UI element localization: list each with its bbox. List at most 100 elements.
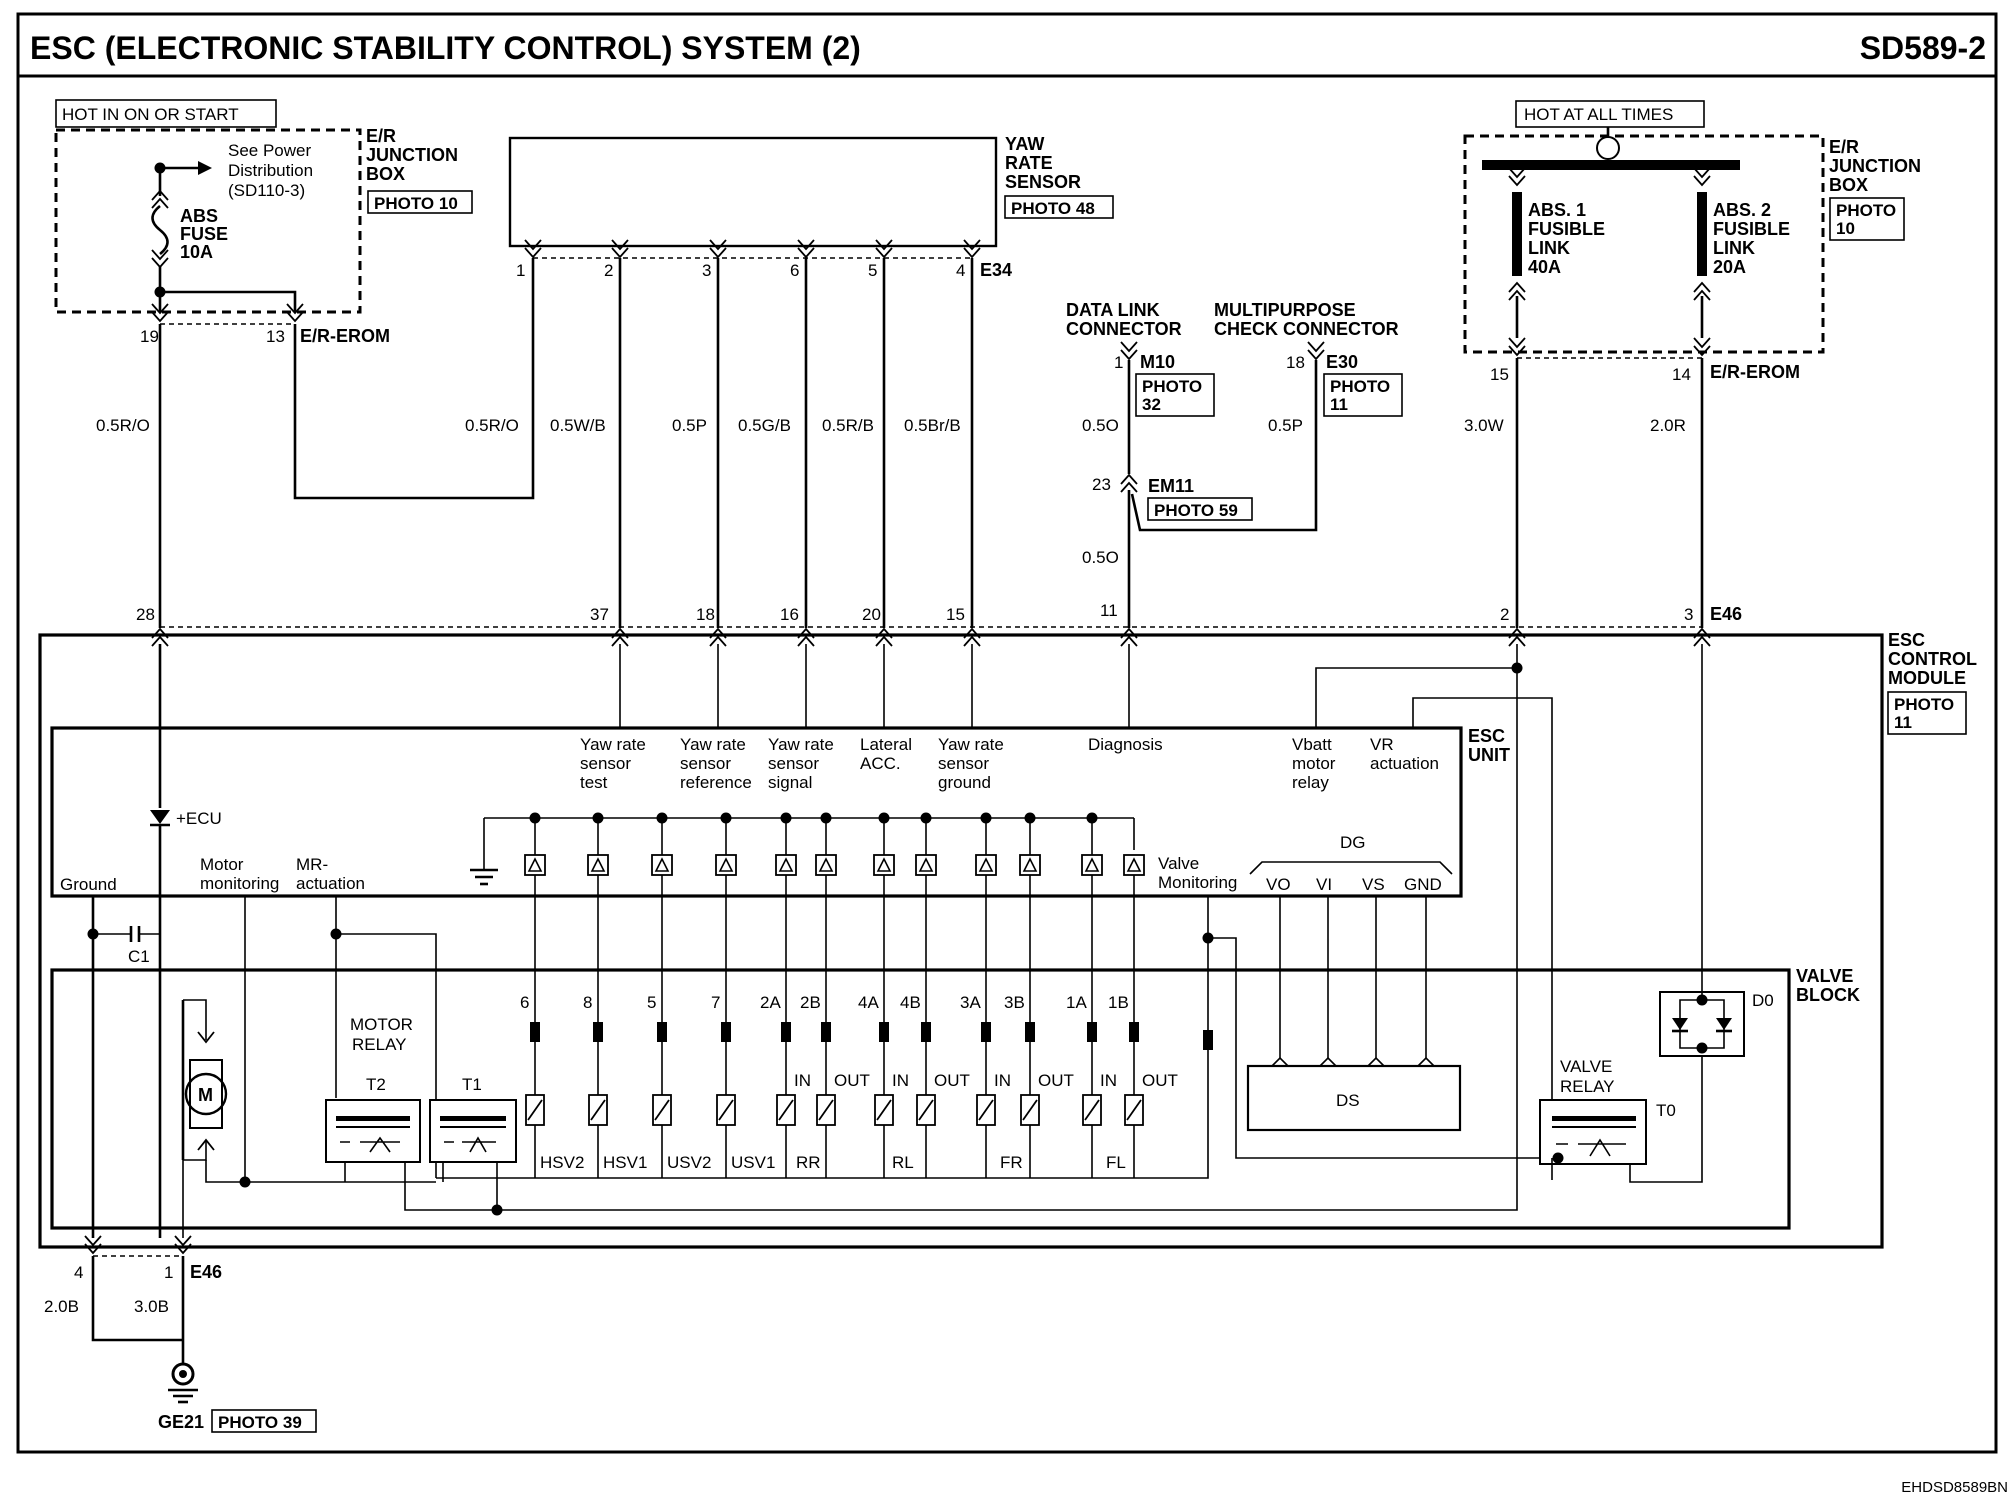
right-jb-label-3: BOX [1829, 175, 1868, 195]
power-bus-bar [1482, 160, 1740, 170]
esc-pin-3: 3 [1684, 605, 1693, 624]
valve-num-3b: 3B [1004, 993, 1025, 1012]
label-yaw-gnd-3: ground [938, 773, 991, 792]
fusible2-label-2: FUSIBLE [1713, 219, 1790, 239]
yaw-pin1-connector-icon [524, 239, 542, 258]
valve-num-1b: 1B [1108, 993, 1129, 1012]
right-jb-photo-1: PHOTO [1836, 201, 1896, 220]
valve-num-4a: 4A [858, 993, 879, 1012]
dlc-photo-2: 32 [1142, 395, 1161, 414]
valve-io-in-3a: IN [994, 1071, 1011, 1090]
switch-6-icon [524, 854, 546, 876]
yaw-pin-1: 1 [516, 261, 525, 280]
yaw-label-2: RATE [1005, 153, 1053, 173]
solenoid-usv2-icon [652, 1094, 672, 1126]
diode-2-icon [1716, 1018, 1732, 1030]
mcc-photo-box [1323, 373, 1403, 417]
label-vr-2: actuation [1370, 754, 1439, 773]
hot-in-on-label: HOT IN ON OR START [62, 105, 239, 124]
left-pin-19: 19 [140, 327, 159, 346]
footer-code: EHDSD8589BN [1901, 1479, 2008, 1496]
fusible2-top-connector-icon [1693, 167, 1711, 186]
dlc-label-1: DATA LINK [1066, 300, 1160, 320]
valve-name-hsv2: HSV2 [540, 1153, 584, 1172]
mcc-connector-icon [1307, 341, 1325, 360]
label-valve-mon-1: Valve [1158, 854, 1199, 873]
yaw-rate-sensor-box [508, 136, 998, 248]
label-motor-mon-2: monitoring [200, 874, 279, 893]
label-vs: VS [1362, 875, 1385, 894]
mcc-connector-id: E30 [1326, 352, 1358, 372]
em11-photo: PHOTO 59 [1154, 501, 1238, 520]
label-vbatt-3: relay [1292, 773, 1329, 792]
gnd-pin-4: 4 [74, 1263, 83, 1282]
label-yaw-test-2: sensor [580, 754, 631, 773]
solenoid-rl-out-icon [916, 1094, 936, 1126]
mcc-photo-2: 11 [1330, 395, 1348, 414]
valve-driver-row [529, 812, 1098, 855]
em11-pin: 23 [1092, 475, 1111, 494]
solenoid-rr-in-icon [776, 1094, 796, 1126]
yaw-photo: PHOTO 48 [1011, 199, 1095, 218]
dlc-label-2: CONNECTOR [1066, 319, 1182, 339]
relay-t1-label: T1 [462, 1075, 482, 1094]
valve-relay-label-2: RELAY [1560, 1077, 1615, 1096]
power-bus-terminal-icon [1596, 136, 1620, 160]
esc-control-module-box [38, 633, 1884, 1249]
esc-pin2-connector-icon [1508, 628, 1526, 647]
esc-pin20-connector-icon [875, 628, 893, 647]
fusible1-label-2: FUSIBLE [1528, 219, 1605, 239]
see-power-line2: Distribution [228, 161, 313, 180]
fusible1-top-connector-icon [1508, 167, 1526, 186]
hot-at-all-times-label: HOT AT ALL TIMES [1524, 105, 1673, 124]
valve-io-out-3b: OUT [1038, 1071, 1074, 1090]
solenoid-fl-out-icon [1124, 1094, 1144, 1126]
esc-pin11-connector-icon [1120, 628, 1138, 647]
esc-unit-label-2: UNIT [1468, 745, 1510, 765]
left-jb-label-1: E/R [366, 126, 396, 146]
mcc-wire-color: 0.5P [1268, 416, 1303, 435]
esc-unit-label-1: ESC [1468, 726, 1505, 746]
valve-name-hsv1: HSV1 [603, 1153, 647, 1172]
yaw-pin2-connector-icon [611, 239, 629, 258]
gnd-pin4-connector-icon [84, 1235, 102, 1254]
pump-motor-icon [184, 1072, 228, 1116]
right-pin-14: 14 [1672, 365, 1691, 384]
esc-pin18-connector-icon [709, 628, 727, 647]
valve-name-rl: RL [892, 1153, 914, 1172]
fusible1-label-3: LINK [1528, 238, 1570, 258]
ecu-diode-icon [150, 810, 170, 824]
label-yaw-gnd-1: Yaw rate [938, 735, 1004, 754]
yaw-pin-6: 6 [790, 261, 799, 280]
esc-pin-11: 11 [1100, 601, 1118, 620]
solenoid-hsv1-icon [588, 1094, 608, 1126]
dlc-photo-box [1135, 373, 1215, 417]
gnd-wire-1-color: 3.0B [134, 1297, 169, 1316]
switch-3b-icon [1019, 854, 1041, 876]
esc-pin16-connector-icon [797, 628, 815, 647]
valve-name-fr: FR [1000, 1153, 1023, 1172]
diagram-title: ESC (ELECTRONIC STABILITY CONTROL) SYSTE… [30, 30, 861, 66]
solenoid-rr-out-icon [816, 1094, 836, 1126]
switch-7-icon [715, 854, 737, 876]
valve-name-usv1: USV1 [731, 1153, 775, 1172]
esc-pin28-connector-icon [151, 628, 169, 647]
valve-io-in-4a: IN [892, 1071, 909, 1090]
yaw-pin-5: 5 [868, 261, 877, 280]
esc-pin-28: 28 [136, 605, 155, 624]
em11-label: EM11 [1148, 476, 1194, 496]
esc-pin3-connector-icon [1693, 628, 1711, 647]
switch-2a-icon [775, 854, 797, 876]
diagram-code: SD589-2 [1860, 30, 1986, 66]
ds-label: DS [1336, 1091, 1360, 1110]
label-vr-1: VR [1370, 735, 1394, 754]
yaw-label-3: SENSOR [1005, 172, 1081, 192]
abs-fuse-label-2: FUSE [180, 224, 228, 244]
valve-relay-dot [1552, 1152, 1564, 1164]
gnd-pin1-connector-icon [174, 1235, 192, 1254]
fusible-link-1-icon [1512, 192, 1522, 276]
yaw-pin-4: 4 [956, 261, 965, 280]
esc-pin-15: 15 [946, 605, 965, 624]
solenoid-fr-in-icon [976, 1094, 996, 1126]
esc-pin-18: 18 [696, 605, 715, 624]
